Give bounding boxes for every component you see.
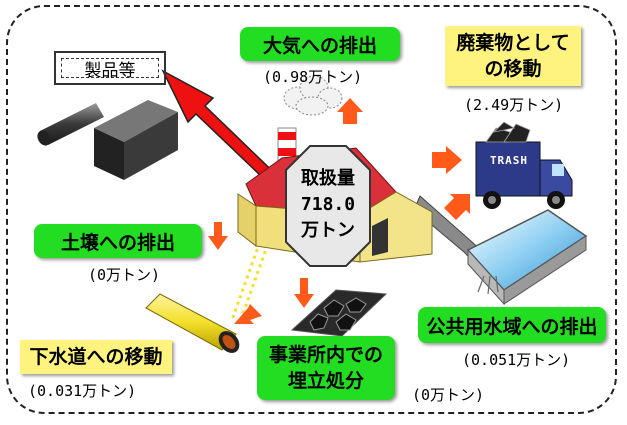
water-body-icon bbox=[466, 209, 588, 306]
waste-transfer-label: 廃棄物として の移動 bbox=[445, 26, 581, 86]
product-label: 製品等 bbox=[84, 60, 136, 81]
soil-emission-label: 土壌への排出 bbox=[34, 224, 202, 258]
handling-amount-octagon bbox=[285, 145, 371, 267]
landfill-pit-icon bbox=[290, 289, 388, 337]
dashed-frame bbox=[6, 5, 617, 414]
handling-amount-value: 718.0 bbox=[300, 194, 356, 215]
public-water-emission-label: 公共用水域への排出 bbox=[418, 307, 606, 343]
waste-transfer-value: (2.49万トン) bbox=[464, 96, 564, 114]
product-bar-icon bbox=[94, 100, 178, 180]
waste-transfer-text-1: 廃棄物として bbox=[456, 32, 570, 54]
air-emission-value: (0.98万トン) bbox=[263, 68, 363, 86]
air-emission-text: 大気への排出 bbox=[262, 34, 377, 57]
onsite-landfill-label: 事業所内での 埋立処分 bbox=[257, 336, 395, 400]
onsite-landfill-value: (0万トン) bbox=[412, 386, 485, 404]
smoke-cloud-icon bbox=[283, 75, 343, 116]
sewer-transfer-text: 下水道への移動 bbox=[29, 346, 163, 368]
onsite-landfill-text-1: 事業所内での bbox=[268, 344, 383, 366]
waste-transfer-text-2: の移動 bbox=[484, 58, 542, 80]
handling-amount-title: 取扱量 bbox=[301, 168, 355, 189]
soil-emission-text: 土壌への排出 bbox=[60, 231, 175, 254]
handling-amount: 取扱量 718.0 万トン bbox=[286, 166, 370, 244]
product-pipe-icon bbox=[37, 103, 104, 146]
product-box: 製品等 bbox=[54, 51, 166, 85]
sewer-transfer-value: (0.031万トン) bbox=[28, 382, 137, 400]
handling-amount-unit: 万トン bbox=[301, 220, 355, 241]
onsite-landfill-text-2: 埋立処分 bbox=[287, 370, 364, 392]
garbage-truck-icon bbox=[475, 121, 573, 209]
public-water-emission-value: (0.051万トン) bbox=[462, 351, 571, 369]
truck-label: TRASH bbox=[489, 154, 529, 167]
sewer-transfer-label: 下水道への移動 bbox=[20, 340, 172, 374]
air-emission-label: 大気への排出 bbox=[240, 27, 400, 61]
public-water-emission-text: 公共用水域への排出 bbox=[426, 315, 598, 338]
orange-arrows bbox=[208, 98, 470, 324]
sewer-pipe-icon bbox=[145, 293, 240, 353]
soil-emission-value: (0万トン) bbox=[88, 266, 161, 284]
